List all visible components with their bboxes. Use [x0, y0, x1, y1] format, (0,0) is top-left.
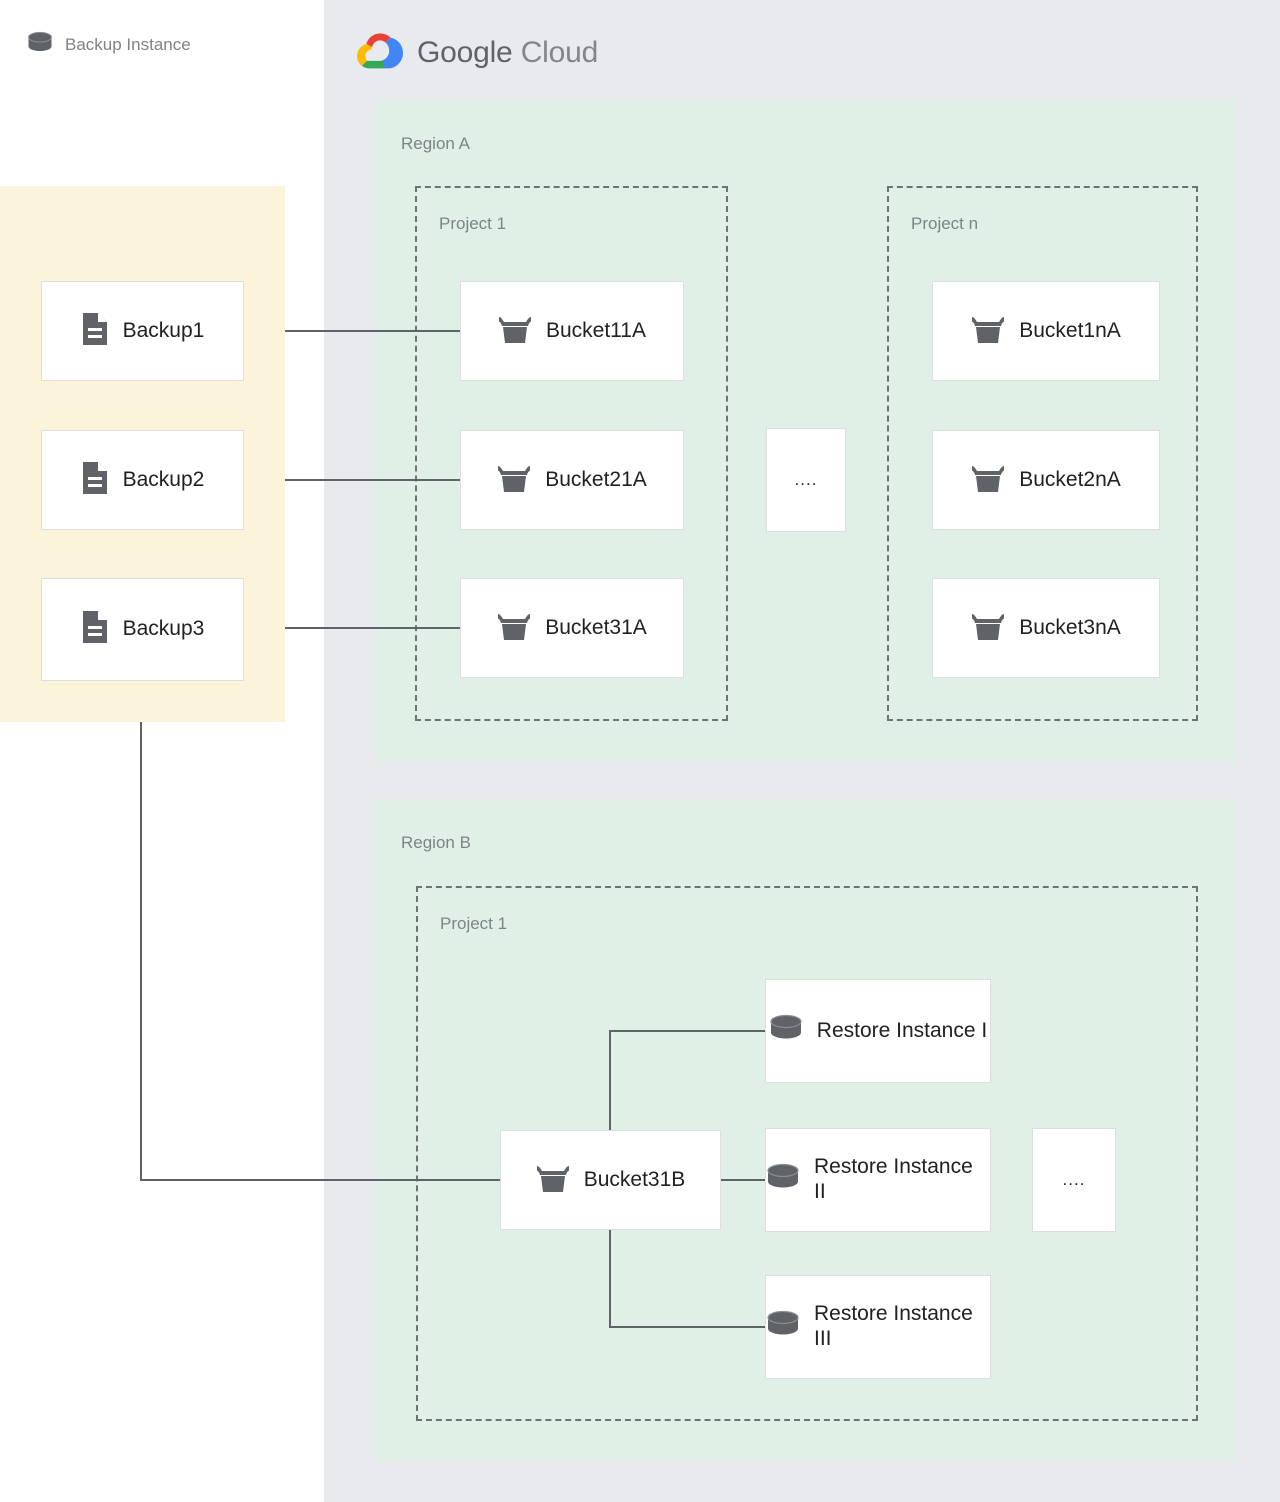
node-bucket21a-label: Bucket21A: [545, 467, 647, 491]
node-restore-instance-3-label: Restore Instance III: [814, 1302, 973, 1350]
node-bucket11a[interactable]: Bucket11A: [460, 281, 684, 381]
node-bucket3na[interactable]: Bucket3nA: [932, 578, 1160, 678]
node-restore-instance-1[interactable]: Restore Instance I: [765, 979, 991, 1083]
node-restore-instance-3[interactable]: Restore Instance III: [765, 1275, 991, 1379]
region-a-project-n-label: Project n: [911, 214, 979, 233]
document-icon: [81, 461, 109, 500]
node-bucket21a[interactable]: Bucket21A: [460, 430, 684, 530]
node-bucket31a-label: Bucket31A: [545, 615, 647, 639]
node-bucket31b-label: Bucket31B: [583, 1167, 686, 1191]
database-icon: [766, 1310, 800, 1344]
region-b-label: Region B: [401, 833, 471, 852]
bucket-icon: [497, 463, 531, 498]
database-icon: [27, 31, 53, 58]
node-bucket2na[interactable]: Bucket2nA: [932, 430, 1160, 530]
backup-instance-title: Backup Instance: [65, 34, 191, 54]
region-a-ellipsis-text: ....: [794, 470, 818, 489]
region-a-project-n: Project n: [887, 186, 1198, 721]
region-a-project-1-label: Project 1: [439, 214, 507, 233]
bucket-icon: [971, 314, 1005, 349]
bucket-icon: [497, 611, 531, 646]
bucket-icon: [498, 314, 532, 349]
region-b-ellipsis-box: ....: [1032, 1128, 1116, 1232]
node-bucket31a[interactable]: Bucket31A: [460, 578, 684, 678]
database-icon: [766, 1163, 800, 1197]
node-backup1-label: Backup1: [122, 318, 205, 342]
region-a-label: Region A: [401, 134, 470, 153]
node-bucket1na[interactable]: Bucket1nA: [932, 281, 1160, 381]
node-backup3-label: Backup3: [122, 617, 205, 641]
brand-google: Google: [417, 35, 513, 69]
region-b-ellipsis-text: ....: [1062, 1170, 1086, 1189]
node-bucket1na-label: Bucket1nA: [1019, 318, 1121, 342]
region-a-project-1: Project 1: [415, 186, 728, 721]
node-restore-instance-1-label: Restore Instance I: [816, 1018, 988, 1042]
document-icon: [81, 610, 109, 649]
node-bucket2na-label: Bucket2nA: [1019, 467, 1121, 491]
bucket-icon: [536, 1163, 570, 1198]
google-cloud-brand: Google Cloud: [357, 30, 598, 75]
node-bucket31b[interactable]: Bucket31B: [500, 1130, 721, 1230]
node-backup2-label: Backup2: [122, 467, 205, 491]
node-backup1[interactable]: Backup1: [41, 281, 244, 381]
google-cloud-logo-icon: [357, 30, 403, 75]
node-bucket11a-label: Bucket11A: [545, 318, 646, 342]
document-icon: [81, 312, 109, 351]
region-a-ellipsis-box: ....: [766, 428, 846, 532]
database-icon: [769, 1014, 803, 1048]
region-b-project-1-label: Project 1: [440, 914, 508, 933]
backup-instance-header: Backup Instance: [27, 31, 191, 58]
node-restore-instance-2-label: Restore Instance II: [814, 1155, 973, 1203]
bucket-icon: [971, 463, 1005, 498]
node-backup2[interactable]: Backup2: [41, 430, 244, 530]
bucket-icon: [971, 611, 1005, 646]
node-restore-instance-2[interactable]: Restore Instance II: [765, 1128, 991, 1232]
node-backup3[interactable]: Backup3: [41, 578, 244, 681]
brand-cloud: Cloud: [520, 35, 599, 69]
node-bucket3na-label: Bucket3nA: [1019, 615, 1121, 639]
google-cloud-wordmark: Google Cloud: [417, 36, 598, 70]
